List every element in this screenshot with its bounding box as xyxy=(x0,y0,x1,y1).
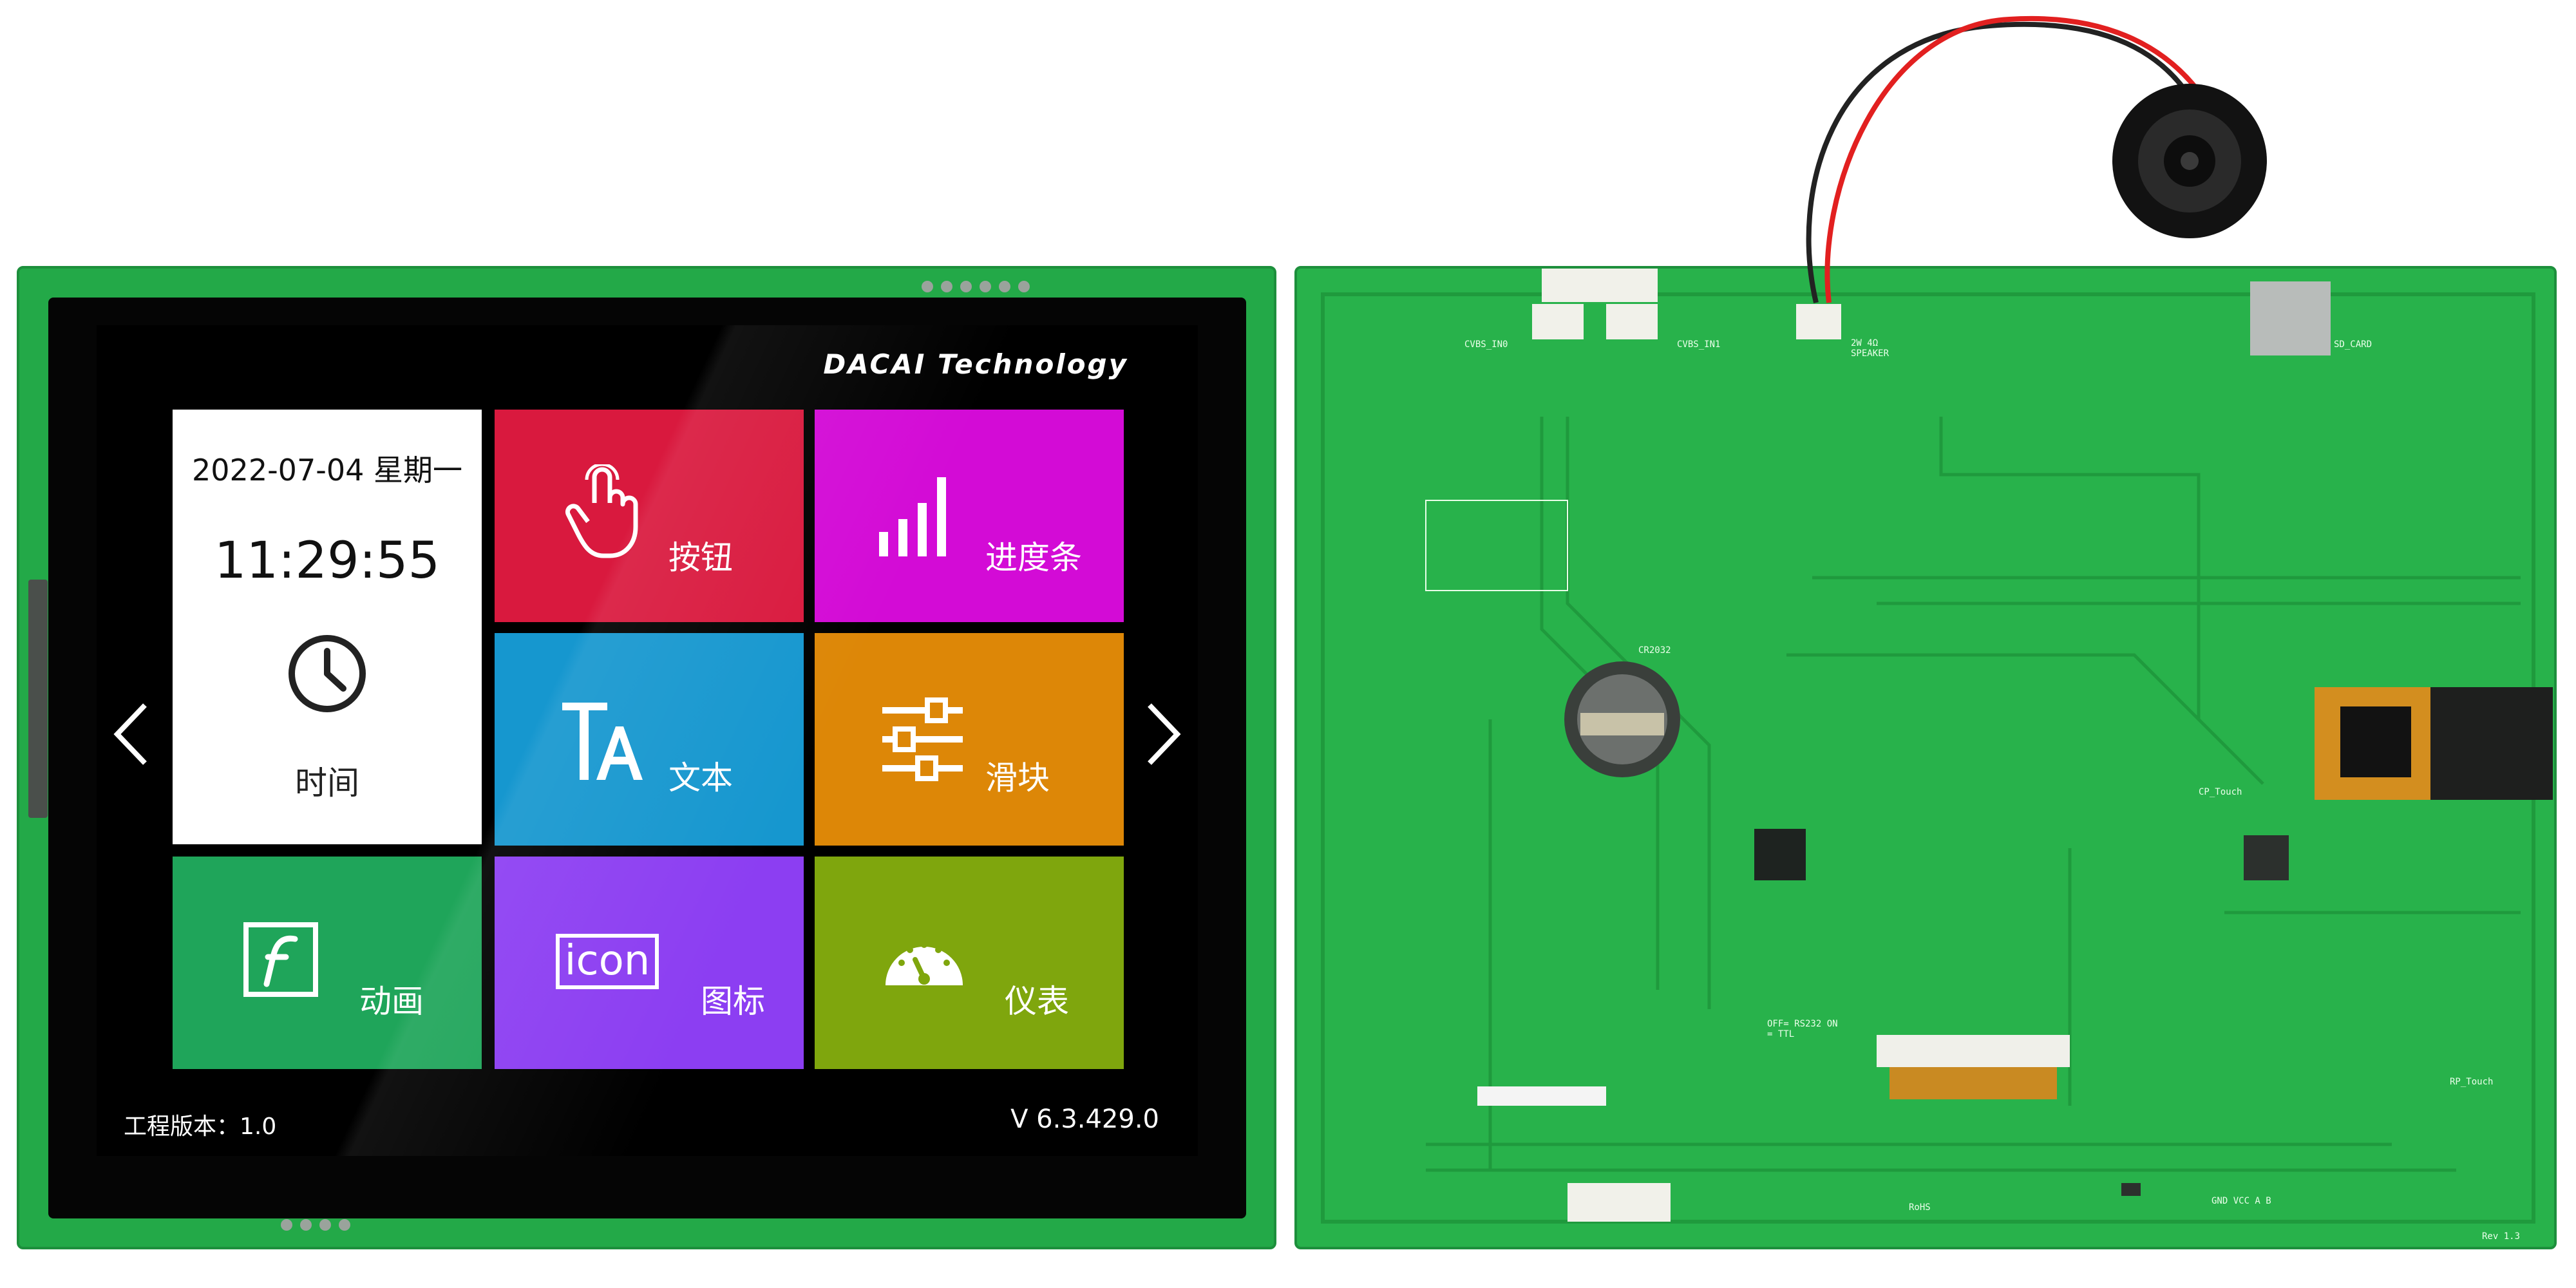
rp-touch-label: RP_Touch xyxy=(2450,1077,2494,1087)
time-tile[interactable]: 2022-07-04 星期一 11:29:55 时间 xyxy=(173,410,482,844)
text-tile[interactable]: 文本 xyxy=(495,633,804,846)
speaker-label: 2W 4Ω SPEAKER xyxy=(1851,338,1889,359)
icon-tile-label: 图标 xyxy=(701,983,765,1020)
pcb-board-back: CR2032 CVBS_IN0 CVBS_IN1 2W 4Ω SPEAKER S… xyxy=(1294,266,2557,1249)
side-bracket xyxy=(28,580,48,818)
rohs-label: RoHS xyxy=(1909,1202,1931,1213)
slider-controls-icon xyxy=(882,697,963,781)
sd-card-label: SD_CARD xyxy=(2334,339,2372,350)
gnd-vcc-label: GND VCC A B xyxy=(2211,1196,2271,1206)
chevron-left-icon[interactable] xyxy=(109,699,155,770)
lcd-screen: DACAI Technology 2022-07-04 星期一 11:29:55… xyxy=(97,325,1198,1156)
date-text: 2022-07-04 星期一 xyxy=(192,453,462,488)
pcb-traces xyxy=(1321,269,2553,1224)
icon-text-glyph: icon xyxy=(564,937,650,985)
flash-animation-icon xyxy=(243,922,318,997)
board-header-pins-top xyxy=(918,278,1034,295)
project-version: 工程版本：1.0 xyxy=(124,1113,277,1140)
clock-text: 11:29:55 xyxy=(214,532,440,590)
signal-bars-icon xyxy=(879,477,946,556)
cp-touch-label: CP_Touch xyxy=(2199,787,2242,797)
speaker-and-wires xyxy=(1806,15,2267,303)
gauge-tile-label: 仪表 xyxy=(1005,983,1069,1020)
touch-hand-icon xyxy=(565,464,638,558)
text-ta-icon xyxy=(562,703,643,780)
rs232-label: OFF= RS232 ON = TTL xyxy=(1767,1019,1838,1039)
slider-tile[interactable]: 滑块 xyxy=(815,633,1124,846)
animation-tile[interactable]: 动画 xyxy=(173,857,482,1069)
clock-icon xyxy=(289,635,366,712)
slider-tile-label: 滑块 xyxy=(985,759,1050,797)
icon-tile[interactable]: icon 图标 xyxy=(495,857,804,1069)
firmware-version: V 6.3.429.0 xyxy=(1010,1104,1159,1134)
brand-title: DACAI Technology xyxy=(823,348,1128,380)
gauge-icon xyxy=(886,942,963,985)
progress-tile-label: 进度条 xyxy=(985,539,1082,576)
cr2032-label: CR2032 xyxy=(1638,645,1671,656)
progress-tile[interactable]: 进度条 xyxy=(815,410,1124,622)
chevron-right-icon[interactable] xyxy=(1140,699,1185,770)
cvbs-in1-label: CVBS_IN1 xyxy=(1677,339,1721,350)
button-tile[interactable]: 按钮 xyxy=(495,410,804,622)
board-header-pins-bottom xyxy=(277,1217,361,1233)
cvbs-in0-label: CVBS_IN0 xyxy=(1464,339,1508,350)
rev-label: Rev 1.3 xyxy=(2482,1231,2521,1242)
button-tile-label: 按钮 xyxy=(668,539,733,576)
time-tile-label: 时间 xyxy=(295,764,359,802)
text-tile-label: 文本 xyxy=(668,759,733,797)
animation-tile-label: 动画 xyxy=(359,983,424,1020)
gauge-tile[interactable]: 仪表 xyxy=(815,857,1124,1069)
icon-text-icon: icon xyxy=(556,934,659,989)
